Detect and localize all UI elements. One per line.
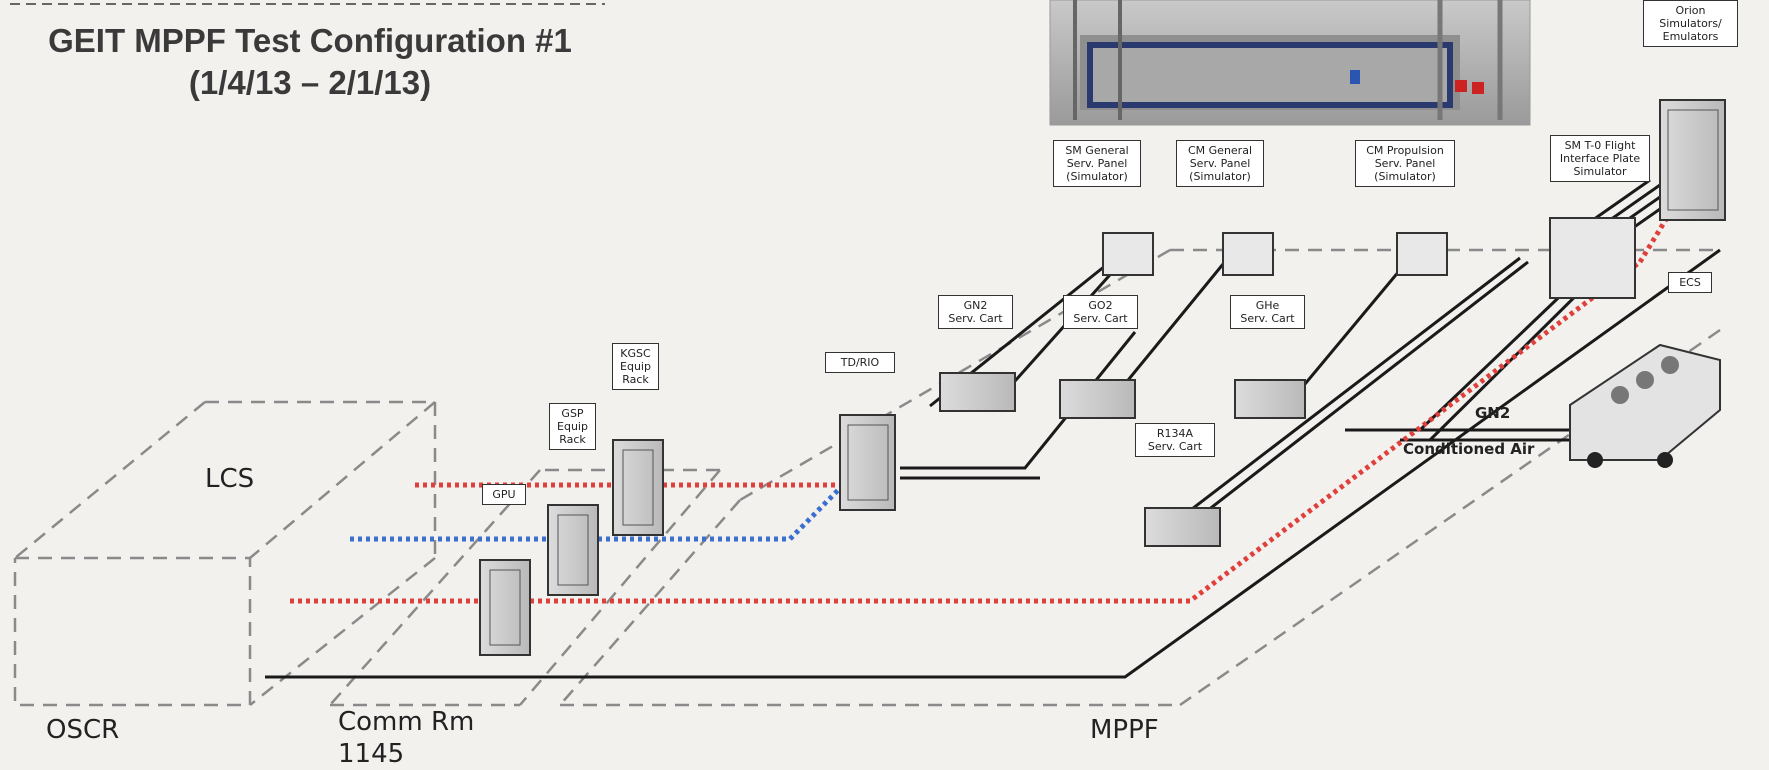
area-label-oscr: OSCR — [46, 715, 120, 745]
page-title: GEIT MPPF Test Configuration #1 (1/4/13 … — [10, 22, 610, 102]
comm-line-2: 1145 — [338, 739, 405, 769]
area-boundaries — [13, 248, 1721, 707]
line-label-gn2: GN2 — [1475, 404, 1511, 422]
label-go2-cart: GO2 Serv. Cart — [1063, 295, 1138, 329]
label-ecs: ECS — [1668, 272, 1712, 293]
comm-line-1: Comm Rm — [338, 707, 475, 737]
area-label-lcs: LCS — [205, 464, 255, 494]
label-sm-general: SM General Serv. Panel (Simulator) — [1053, 140, 1141, 187]
ecs-unit-icon — [1569, 343, 1721, 468]
area-label-comm: Comm Rm 1145 — [338, 706, 474, 770]
label-gn2-cart: GN2 Serv. Cart — [938, 295, 1013, 329]
label-kgsc-rack: KGSC Equip Rack — [612, 343, 659, 390]
label-orion: Orion Simulators/ Emulators — [1643, 0, 1738, 47]
title-line-1: GEIT MPPF Test Configuration #1 — [48, 22, 572, 59]
area-label-mppf: MPPF — [1090, 715, 1159, 745]
label-ghe-cart: GHe Serv. Cart — [1230, 295, 1305, 329]
label-sm-t0: SM T-0 Flight Interface Plate Simulator — [1550, 135, 1650, 182]
rack-icon — [479, 99, 1726, 656]
panel-icon — [1102, 217, 1636, 299]
label-cm-propulsion: CM Propulsion Serv. Panel (Simulator) — [1355, 140, 1455, 187]
title-line-2: (1/4/13 – 2/1/13) — [188, 64, 432, 101]
label-r134a-cart: R134A Serv. Cart — [1135, 423, 1215, 457]
facility-photo-icon — [1049, 0, 1531, 126]
label-gpu: GPU — [482, 484, 526, 505]
cart-icon — [939, 372, 1306, 547]
label-td-rio: TD/RIO — [825, 352, 895, 373]
label-cm-general: CM General Serv. Panel (Simulator) — [1176, 140, 1264, 187]
line-label-conditioned-air: Conditioned Air — [1403, 440, 1535, 458]
label-gsp-rack: GSP Equip Rack — [549, 403, 596, 450]
